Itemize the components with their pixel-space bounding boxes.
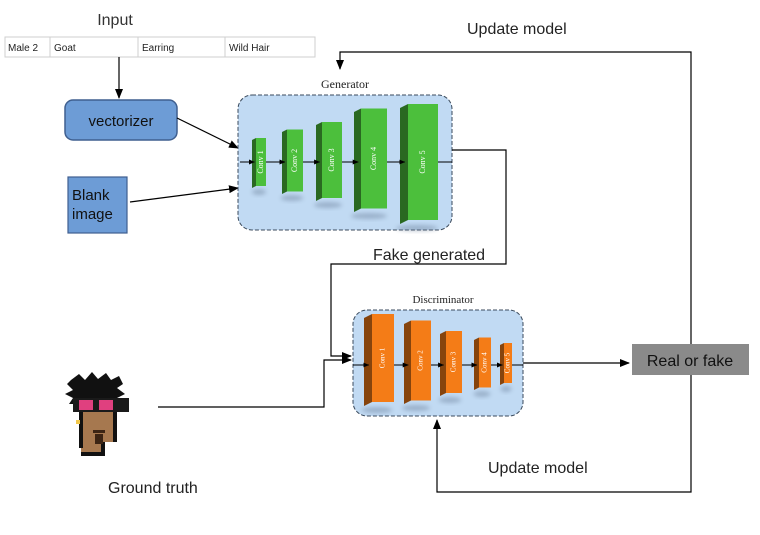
layer-label: Conv 1 xyxy=(379,347,387,368)
layer-block xyxy=(256,138,266,186)
generator-layers: Conv 1 Conv 2 Conv 3 Conv 4 Conv 5 xyxy=(240,104,452,231)
vectorizer-box: vectorizer xyxy=(64,99,178,141)
layer-block xyxy=(361,108,387,209)
attribute-cell: Earring xyxy=(142,43,174,54)
layer-block xyxy=(446,331,462,393)
blank-image-box: Blank image xyxy=(67,176,128,234)
attribute-cell: Wild Hair xyxy=(229,43,270,54)
layer-block xyxy=(479,337,491,388)
generator-title: Generator xyxy=(321,77,369,91)
vectorizer-label: vectorizer xyxy=(88,113,153,130)
blank-image-label-line1: Blank xyxy=(72,187,110,204)
input-title: Input xyxy=(97,12,133,29)
layer-block xyxy=(504,343,512,383)
attribute-cell: Goat xyxy=(54,43,76,54)
update-model-generator-loop xyxy=(336,51,692,344)
real-or-fake-box: Real or fake xyxy=(632,344,749,375)
layer-label: Conv 1 xyxy=(256,150,265,173)
layer-label: Conv 2 xyxy=(290,149,299,172)
discriminator-block: Discriminator xyxy=(352,294,524,417)
layer-label: Conv 4 xyxy=(481,352,489,373)
fake-generated-label: Fake generated xyxy=(373,247,485,264)
real-or-fake-label: Real or fake xyxy=(647,353,733,370)
update-model-discriminator-loop xyxy=(433,375,692,493)
discriminator-panel xyxy=(352,309,524,417)
layer-label: Conv 5 xyxy=(504,352,512,373)
discriminator-title: Discriminator xyxy=(412,294,473,306)
layer-label: Conv 5 xyxy=(418,150,427,173)
layer-label: Conv 3 xyxy=(327,148,336,171)
layer-block xyxy=(322,122,342,198)
update-model-top-label: Update model xyxy=(467,21,567,38)
input-attribute-row: Male 2 Goat Earring Wild Hair xyxy=(4,36,316,58)
update-model-bottom-label: Update model xyxy=(488,460,588,477)
layer-label: Conv 2 xyxy=(417,350,425,371)
arrow-vectorizer-to-generator xyxy=(176,117,239,149)
ground-truth-connector xyxy=(158,356,352,408)
attribute-cell: Male 2 xyxy=(8,43,38,54)
ground-truth-avatar xyxy=(65,372,129,456)
ground-truth-label: Ground truth xyxy=(108,480,198,497)
fake-generated-connector xyxy=(330,149,507,360)
layer-label: Conv 4 xyxy=(369,147,378,170)
arrow-blank-to-generator xyxy=(129,185,239,203)
layer-block xyxy=(411,320,431,401)
layer-label: Conv 3 xyxy=(450,351,458,372)
discriminator-layers: Conv 1 Conv 2 Conv 3 Conv 4 Conv 5 xyxy=(353,314,523,413)
layer-block xyxy=(287,129,303,192)
layer-block xyxy=(372,314,394,402)
layer-block xyxy=(408,104,438,220)
blank-image-label-line2: image xyxy=(72,206,113,223)
